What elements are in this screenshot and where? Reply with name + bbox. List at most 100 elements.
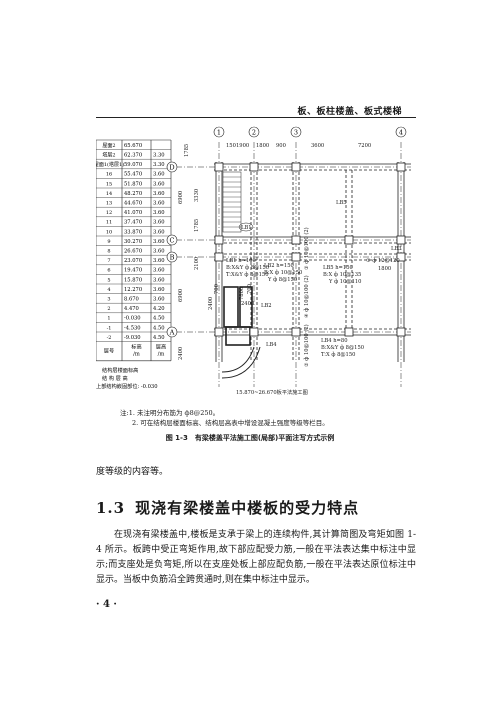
table-header: 层高 [156,343,166,351]
axis-label: 4 [399,129,403,137]
axis-bubble [166,161,178,173]
lb1-detail-1: LB1 h=100 [226,258,256,264]
lb5-detail-3: Y ф 10@110 [328,278,361,285]
axis-bubble [166,234,178,246]
table-cell-height: 3.60 [153,181,165,187]
table-cell-floor: 塔层2 [102,152,115,159]
lb2-detail-3: Y ф 8@150 [267,276,297,283]
table-cell-height: 3.60 [153,191,165,197]
table-cell-elev: 41.070 [124,210,142,216]
dim-1800: 1800 [256,143,269,149]
table-cell-elev: 4.470 [124,306,139,312]
table-cell-elev: 62.370 [124,153,142,159]
dim-7200: 7200 [358,143,371,149]
table-cell-floor: 16 [106,172,112,178]
table-cell-floor: -1 [107,325,112,331]
rebar-3: ③ ф 12@120 [366,257,400,264]
table-cell-elev: 51.870 [124,181,142,187]
table-cell-elev: 8.670 [124,297,139,303]
table-cell-height: 3.60 [153,239,165,245]
lb4-tag: LB4 [266,342,277,348]
axis-label: B [170,254,175,262]
axis-bubble [290,126,302,138]
table-cell-height: 3.60 [153,277,165,283]
lb2-detail-1: LB2 h=150 [264,263,294,269]
table-cell-floor: 15 [106,181,112,187]
table-cell-floor: 11 [106,220,112,226]
table-cell-elev: 15.870 [124,277,142,283]
table-cell-height: 3.60 [153,249,165,255]
table-cell-floor: 6 [107,268,110,274]
table-cell-elev: 44.670 [124,201,142,207]
table-header: 层号 [104,348,114,355]
lb2-detail-2: B:X ф 10@150 [264,269,302,276]
header-rule [96,117,416,118]
small-2400: 2400 [241,301,254,307]
table-header: 标高 [131,343,141,351]
table-cell-floor: 2 [107,306,110,312]
axis-bubble [395,126,407,138]
table-header: /m [158,352,165,358]
table-cell-height: 4.20 [153,306,165,312]
axis-label: 3 [294,129,298,137]
dim-left-3330: 3330 [194,189,200,202]
dim-900: 900 [276,143,286,149]
table-cell-floor: 5 [107,277,110,283]
dim-3600: 3600 [311,143,324,149]
paragraph-body: 在现浇有梁楼盖中,楼板是支承于梁上的连续构件,其计算简图及弯矩如图 1-4 所示… [96,530,416,585]
table-cell-elev: -4.530 [124,325,141,331]
rebar-4: ④ ф 10@100 (2) [303,275,310,318]
rebar-1: ① ф 10@100 (2) [303,227,310,270]
table-cell-floor: 3 [107,297,110,303]
table-cell-height: 4.50 [153,316,165,322]
note-2: 2. 可在结构层楼面标高、结构层高表中增设混凝土强度等级等栏目。 [132,419,329,427]
table-cell-floor: -2 [107,335,112,341]
table-cell-height: 3.60 [153,220,165,226]
axis-label: A [169,329,175,337]
table-cell-elev: 26.670 [124,249,142,255]
lb4-detail-3: T:X ф 8@150 [321,351,355,358]
dim-1800-r: 1800 [378,266,391,272]
figure-caption: 图 1-3 有梁楼盖平法施工图(局部)平面注写方式示例 [165,434,335,442]
lb4-detail-2: B:X&Y ф 8@150 [321,344,364,351]
drawing-notes: 注:1. 未注明分布筋为 ф8@250。 2. 可在结构层楼面标高、结构层高表中… [120,408,329,428]
dim-left-6900a: 6900 [178,191,184,204]
plan-title: 15.870~26.670板平法施工图 [236,388,308,396]
lb1-tag: LB1 [241,225,252,231]
dim-left-7800: 7800 [239,287,245,300]
dim-left-6900b: 6900 [178,289,184,302]
table-cell-height: 3.30 [153,162,165,168]
table-cell-height: 4.50 [153,325,165,331]
lb3-tag: LB3 [391,246,402,252]
table-cell-elev: -9.030 [124,335,141,341]
axis-label: C [170,237,175,245]
table-cell-height: 3.60 [153,201,165,207]
dim-left-1785a: 1785 [184,144,190,157]
table-cell-floor: 7 [107,258,110,264]
table-cell-elev: 48.270 [124,191,142,197]
floor-plan [176,142,411,387]
table-cell-floor: 14 [106,191,112,197]
dim-left-700b: 700 [247,284,253,294]
table-cell-height: 3.60 [153,258,165,264]
dim-left-2100: 2100 [194,257,200,270]
table-cell-height: 3.60 [153,229,165,235]
table-cell-floor: 1 [107,316,110,322]
running-header: 板、板柱楼盖、板式楼梯 [297,107,402,117]
table-cell-floor: 屋面2 [102,143,115,149]
table-cell-elev: 30.270 [124,239,142,245]
table-caption: 上部结构嵌固部位: -0.030 [96,382,158,390]
axis-label: 2 [252,129,256,137]
table-cell-height: 3.60 [153,297,165,303]
table-cell-floor: 13 [106,201,112,207]
lb1-detail-2: B:X&Y ф 8@150 [226,264,269,271]
lb5-detail-1: LB5 h=150 [323,265,353,271]
table-cell-elev: 23.070 [124,258,142,264]
table-cell-elev: 37.470 [124,220,142,226]
dim-left-700a: 700 [214,284,220,294]
dim-left-2400: 2400 [178,347,184,360]
table-caption: 结构层楼面标高 [102,366,138,374]
